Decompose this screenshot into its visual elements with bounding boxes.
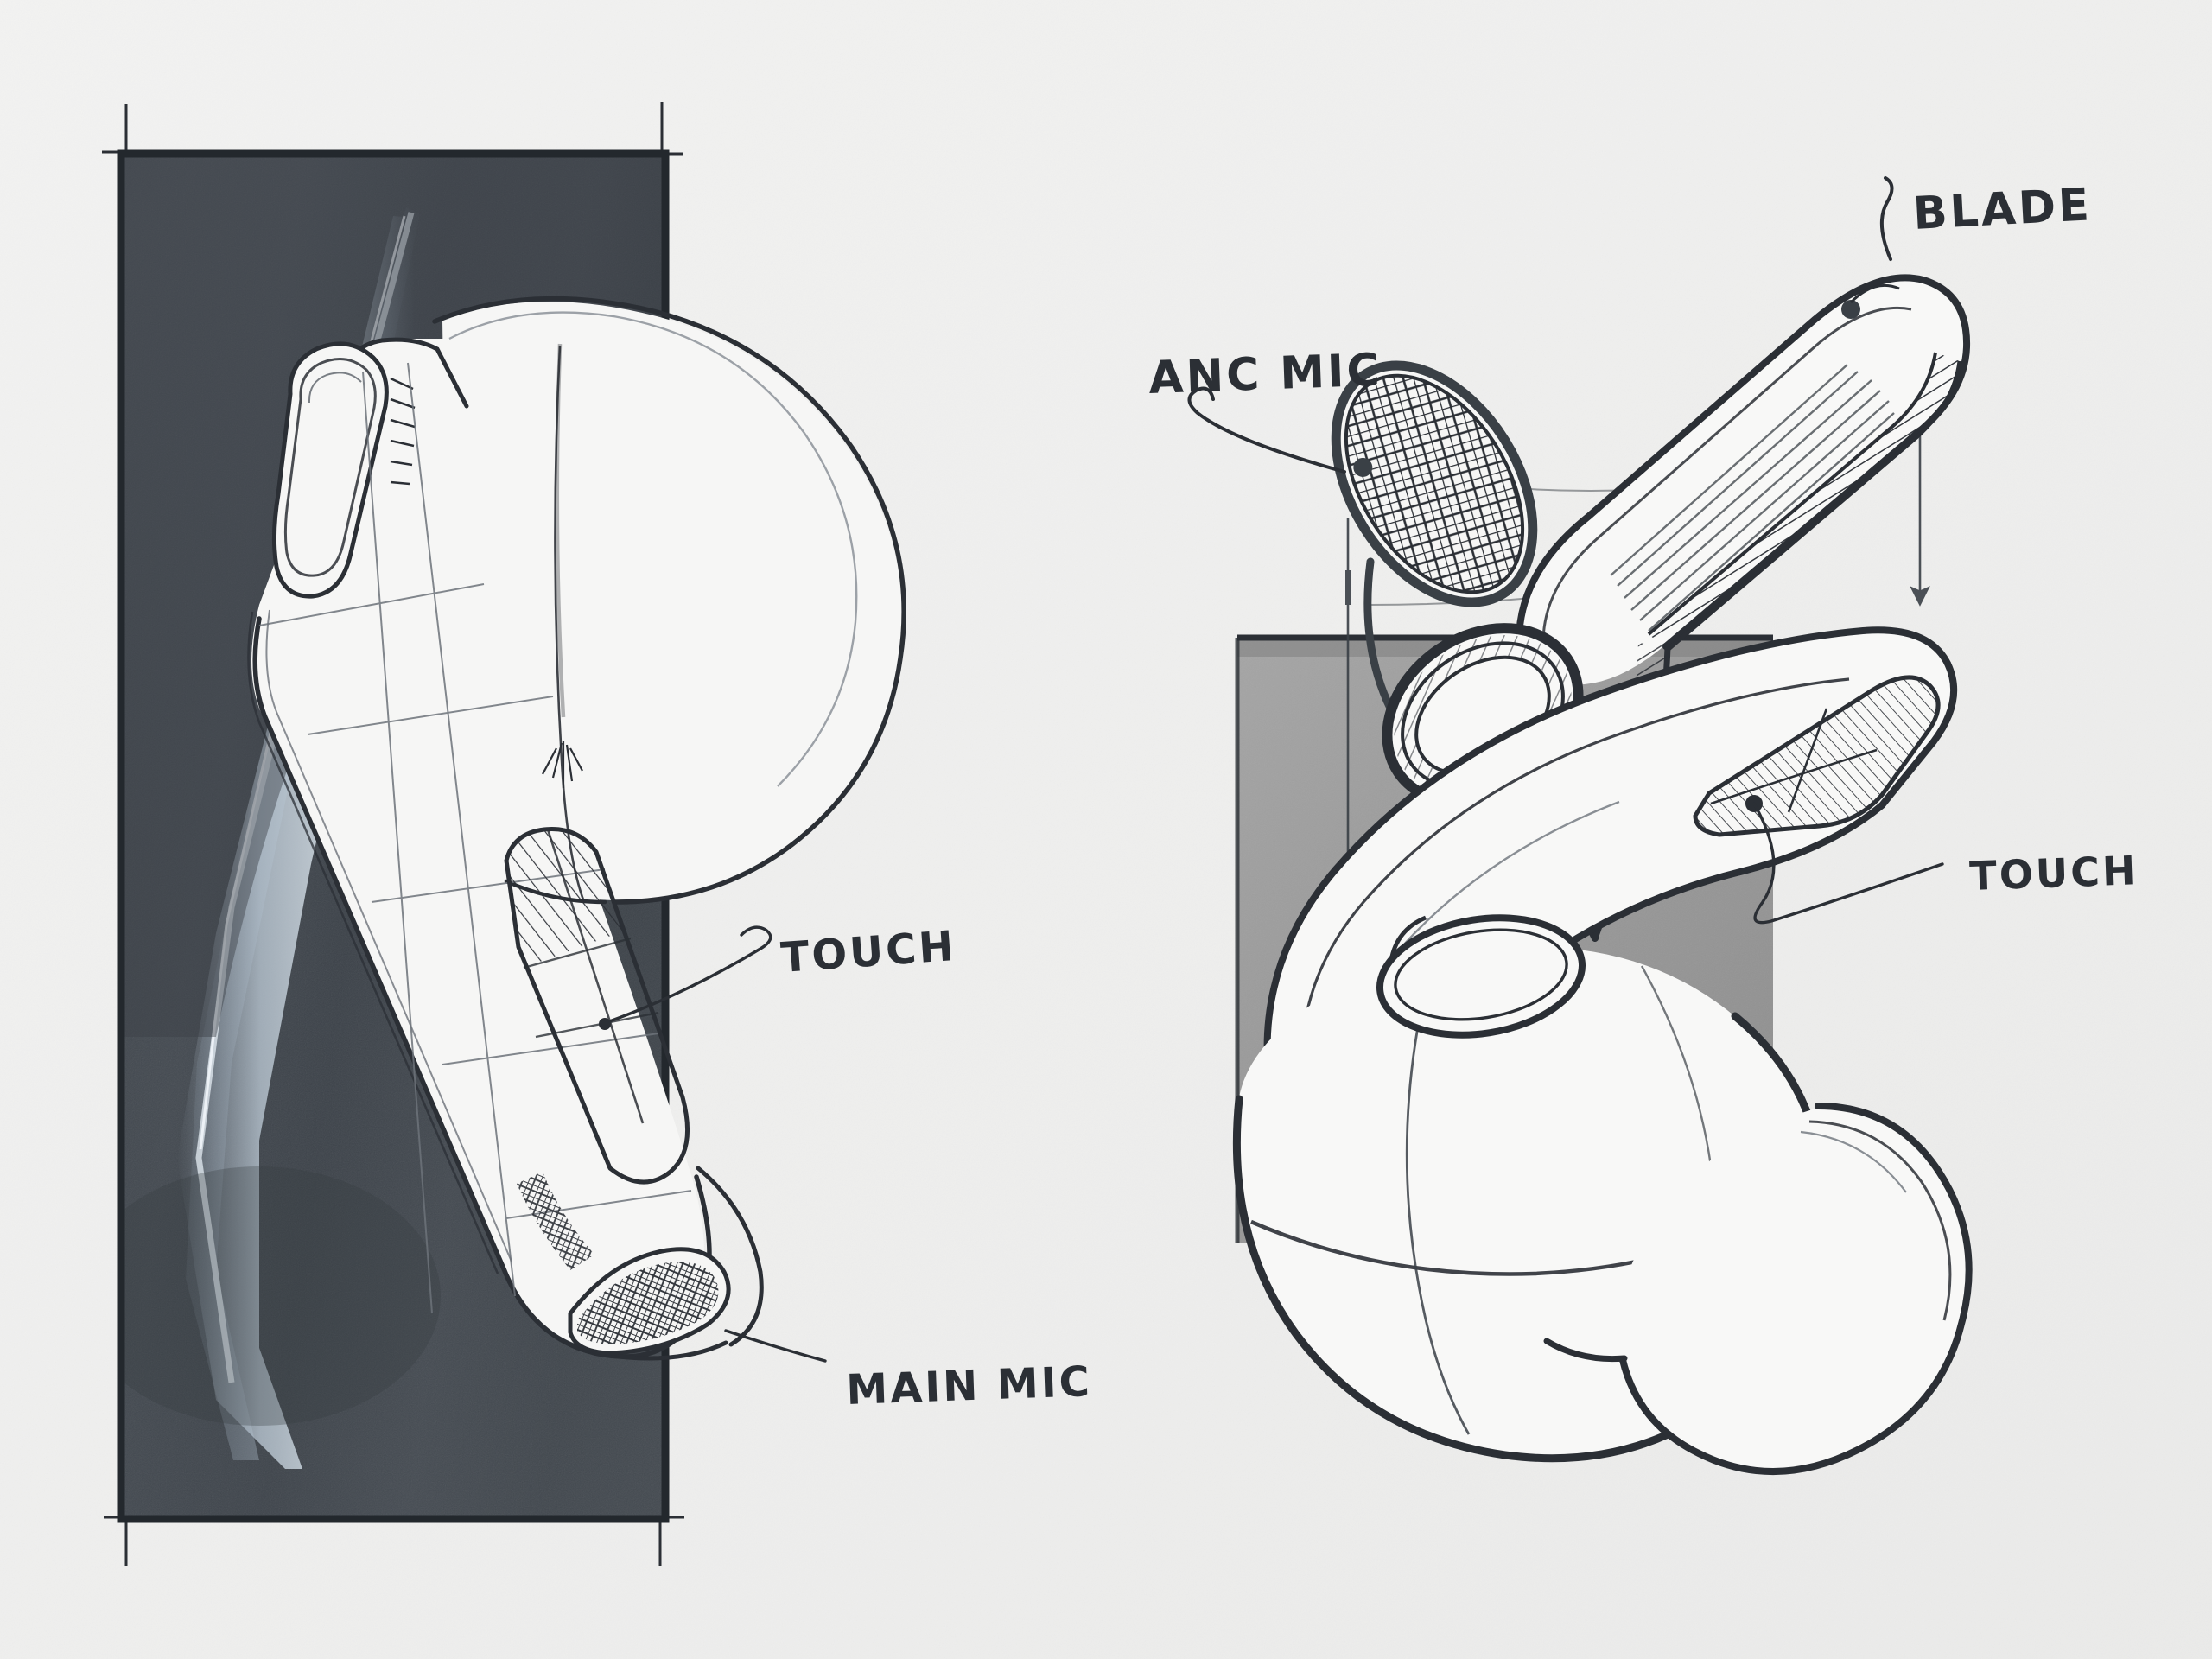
annotation-label-anc-mic: ANC MIC [1147,345,1382,404]
stem-edge-mesh [517,1172,594,1270]
dome-inner-contour [448,311,858,787]
leader-line-blade [1879,176,1894,261]
earbud-side-view [247,296,906,1361]
blade-tip-dot [1841,300,1860,319]
touch-pad-left[interactable] [504,827,690,1185]
ear-tip-lobe-fill [1619,1108,1967,1471]
leader-dot-touch-left [599,1018,611,1030]
annotation-touch-right: TOUCH [1752,802,2139,925]
annotation-main-mic: MAIN MIC [724,1329,1093,1414]
driver-dome-outline [432,296,906,905]
nozzle-rib-hatch [390,377,416,486]
lower-dome-seam-v [1405,958,1471,1435]
annotation-label-main-mic: MAIN MIC [845,1357,1092,1414]
blade-shading [1610,364,1895,632]
annotation-anc-mic: ANC MIC [1147,345,1383,474]
leader-line-touch-right [1752,802,1944,925]
ear-tip-lobe-outline [1619,1103,1973,1476]
leader-line-anc-mic [1187,386,1346,474]
left-panel: TOUCH MAIN MIC [102,102,1093,1566]
leader-line-main-mic [724,1329,827,1363]
anc-mic-grille [1331,360,1538,607]
annotation-label-blade: BLADE [1912,179,2094,240]
blade-stem-fill [1519,279,1963,685]
main-mic-mesh [568,1247,731,1356]
leader-line-touch-left [603,925,772,1025]
nozzle-loop [271,341,389,599]
annotation-blade: BLADE [1879,176,2094,261]
lower-earbud [1232,626,1973,1476]
blade-stem-outline [1516,274,1971,650]
touch-pad-right[interactable] [1693,675,1941,837]
annotation-label-touch-right: TOUCH [1968,847,2139,899]
blade-edge-hatch [1649,353,1960,650]
seam-tuft [542,741,583,788]
right-panel: ANC MIC BLADE TOUCH [1147,176,2139,1476]
lower-nozzle-loop [1376,914,1586,1039]
stem-fill [251,339,704,1352]
lower-arm-outline-top [1263,626,1951,1094]
